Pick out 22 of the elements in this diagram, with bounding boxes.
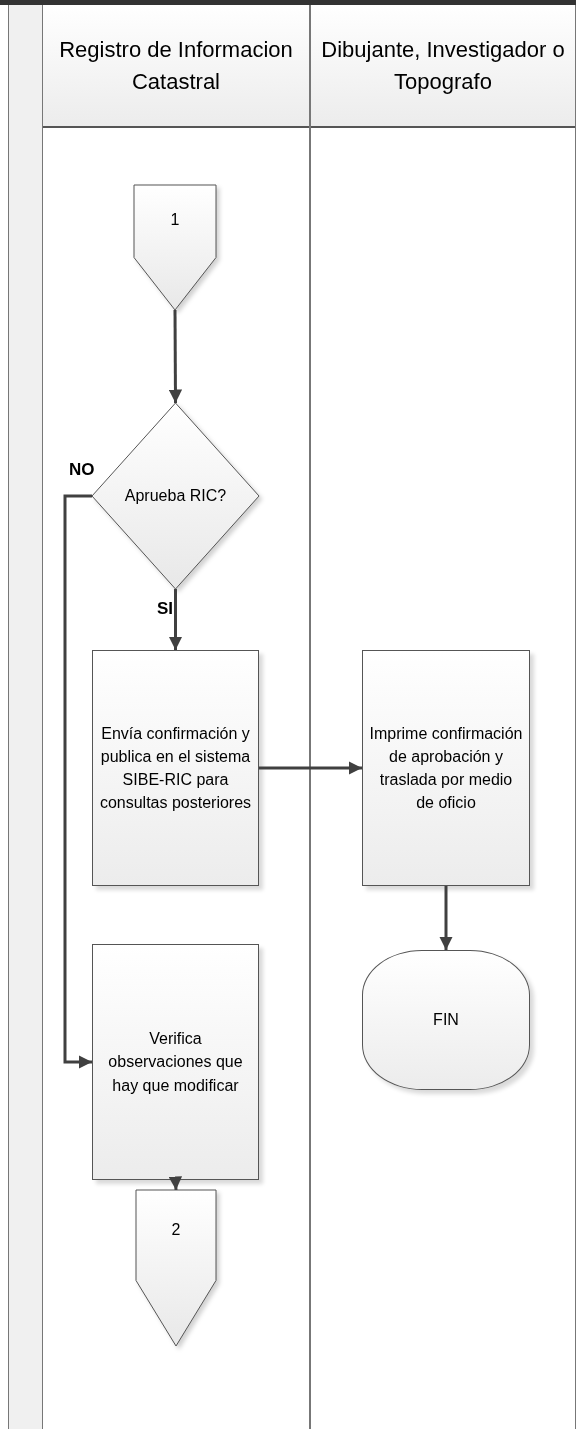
node-text: Envía confirmación y publica en el sistema SIBE-RIC para consultas posteriores [98, 723, 253, 814]
process-box [92, 650, 259, 886]
off-page-connector [134, 185, 216, 310]
process-box [362, 650, 530, 886]
connector-number: 1 [169, 209, 181, 230]
arrow [168, 1176, 183, 1191]
process-box [92, 944, 259, 1180]
arrow [168, 589, 183, 650]
connector-number: 2 [170, 1220, 182, 1241]
decision-diamond [92, 403, 259, 589]
node-text: Verifica observaciones que hay que modificar [107, 1029, 244, 1096]
node-text: Imprime confirmación de aprobación y traslada por medio de oficio [368, 723, 524, 814]
arrow [259, 761, 362, 775]
off-page-connector [136, 1190, 216, 1346]
terminator [362, 950, 530, 1090]
node-text: FIN [432, 1010, 460, 1031]
swimlane [310, 5, 576, 1429]
arrow [168, 310, 183, 403]
arrow [63, 494, 92, 1069]
arrow [439, 886, 453, 950]
swimlane [42, 5, 310, 1429]
node-text: Aprueba RIC? [123, 486, 228, 507]
